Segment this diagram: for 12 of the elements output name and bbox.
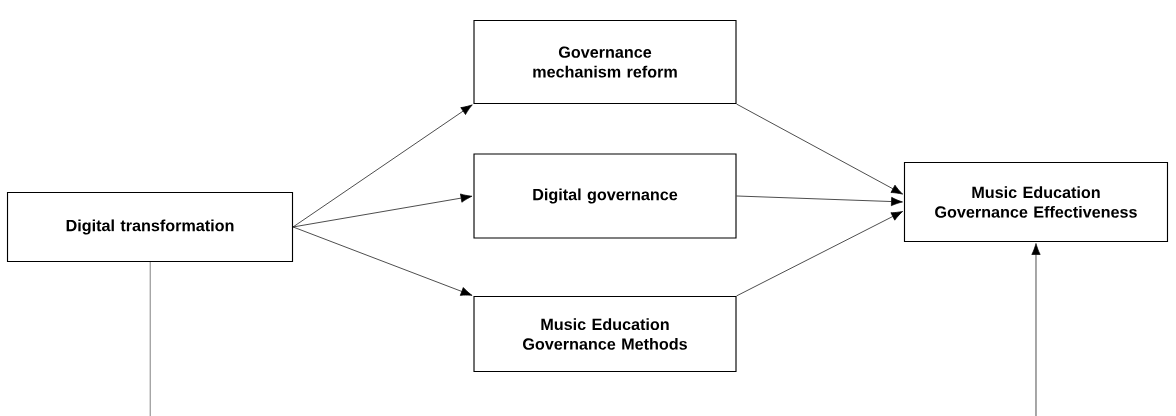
process-box: Music Education Governance Methods [473, 295, 737, 373]
process-box: Governance mechanism reform [473, 19, 737, 105]
arrow [292, 193, 473, 228]
process-box: Music Education Governance Effectiveness [903, 161, 1169, 243]
arrow [292, 226, 473, 296]
process-box: Digital transformation [6, 191, 294, 263]
arrow [736, 211, 903, 297]
arrow [736, 103, 903, 195]
process-box: Digital governance [473, 153, 737, 239]
arrow [149, 243, 1041, 416]
arrow [292, 104, 473, 228]
arrow [736, 195, 903, 207]
